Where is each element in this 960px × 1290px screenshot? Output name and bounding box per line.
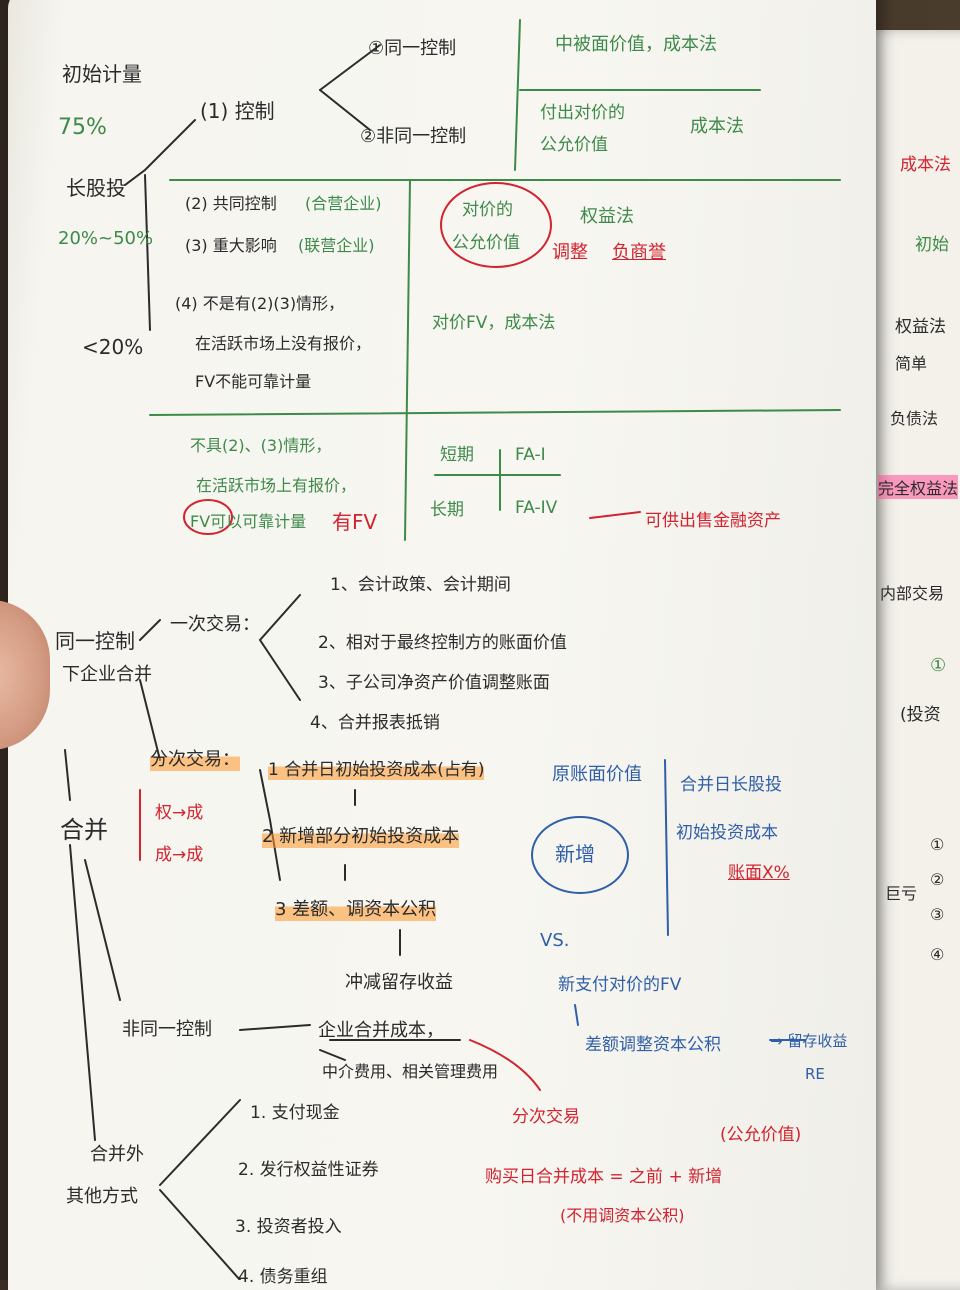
step-1: 1、会计政策、会计期间 <box>330 575 511 595</box>
side-note-10: ① <box>930 835 945 854</box>
merge-label: 合并 <box>60 816 108 844</box>
other-way-line-1: 合并外 <box>90 1144 144 1165</box>
side-note-7: 内部交易 <box>880 584 945 603</box>
diff-adjust-text: 差额调整资本公积 <box>585 1035 721 1055</box>
fair-value-paid-line-2: 公允价值 <box>540 135 608 155</box>
right-notebook-page <box>868 30 960 1290</box>
adjust-text: 调整 <box>552 242 588 263</box>
side-note-11: ② <box>930 870 945 889</box>
side-note-3: 权益法 <box>895 317 946 337</box>
agent-fee-text: 中介费用、相关管理费用 <box>322 1062 499 1081</box>
significant-label: (3) 重大影响 <box>185 236 277 255</box>
equity-method-text: 权益法 <box>580 206 634 227</box>
merge-step-1: 1 合并日初始投资成本(占有) <box>268 755 485 780</box>
no-adjust-note: (不用调资本公积) <box>560 1206 685 1225</box>
none-line-3: FV不能可靠计量 <box>195 372 312 391</box>
negative-goodwill-text: 负商誉 <box>612 242 666 263</box>
cost-method-text: 成本法 <box>690 116 744 137</box>
equity-to-cost: 权→成 <box>155 803 204 823</box>
side-note-2: 初始 <box>915 235 949 255</box>
same-control-merge-line-1: 同一控制 <box>55 629 135 653</box>
side-note-4: 简单 <box>895 354 928 373</box>
step-3: 3、子公司净资产价值调整账面 <box>318 673 550 693</box>
step-2: 2、相对于最终控制方的账面价值 <box>318 633 567 653</box>
step-4: 4、合并报表抵销 <box>310 713 440 733</box>
original-book-value: 原账面价值 <box>552 764 642 785</box>
new-fv-text: 新支付对价的FV <box>558 975 682 995</box>
other-4: 4. 债务重组 <box>238 1267 328 1287</box>
paid-fv-circle-line-1: 对价的 <box>462 200 513 220</box>
merge-step-3: 3 差额、调资本公积 <box>275 895 437 921</box>
multi-trade-label: 分次交易： <box>150 745 240 771</box>
right-note-1: 合并日长股投 <box>680 775 782 795</box>
side-note-12: ③ <box>930 905 945 924</box>
reduce-re-text: 冲减留存收益 <box>345 972 453 993</box>
none-line-1: (4) 不是有(2)(3)情形， <box>175 294 345 313</box>
same-control-merge-line-2: 下企业合并 <box>62 664 152 685</box>
fair-value-tag: (公允价值) <box>720 1125 802 1145</box>
side-note-13: ④ <box>930 945 945 964</box>
re-label: RE <box>805 1065 825 1083</box>
control-label: (1) 控制 <box>200 99 275 123</box>
long-equity-label: 长股投 <box>66 176 126 200</box>
right-note-2: 初始投资成本 <box>676 823 778 843</box>
afs-text: 可供出售金融资产 <box>645 511 781 531</box>
pct-75-label: 75% <box>58 115 107 140</box>
long-term-label: 长期 <box>430 500 464 520</box>
other-way-line-2: 其他方式 <box>66 1186 138 1207</box>
not-line-2: 在活跃市场上有报价， <box>196 476 357 495</box>
joint-control-tag: (合营企业) <box>305 194 382 213</box>
fa-iv-label: FA-IV <box>515 498 558 518</box>
side-note-6: 完全权益法 <box>878 475 959 499</box>
other-1: 1. 支付现金 <box>250 1103 340 1123</box>
paid-fv-circle-line-2: 公允价值 <box>452 233 520 253</box>
new-add-circle-text: 新增 <box>555 842 595 866</box>
fair-value-paid-line-1: 付出对价的 <box>540 103 625 123</box>
other-3: 3. 投资者投入 <box>235 1217 342 1237</box>
cost-to-equity: 成→成 <box>155 845 204 865</box>
pct-lt20-label: <20% <box>82 335 144 359</box>
joint-control-label: (2) 共同控制 <box>185 194 277 213</box>
fa-i-label: FA-I <box>515 445 546 465</box>
side-note-8: ① <box>930 655 947 676</box>
book-value-cost-text: 中被面价值，成本法 <box>555 34 717 55</box>
side-note-14: 巨亏 <box>885 884 918 903</box>
side-note-1: 成本法 <box>900 155 951 175</box>
cost-equation: 购买日合并成本 = 之前 + 新增 <box>485 1167 723 1187</box>
not-line-1: 不具(2)、(3)情形， <box>190 436 332 455</box>
merger-cost-text: 企业合并成本， <box>318 1020 444 1041</box>
vs-text: VS. <box>540 930 570 951</box>
side-note-5: 负债法 <box>890 409 939 428</box>
initial-measure-label: 初始计量 <box>62 62 142 86</box>
short-term-label: 短期 <box>440 445 474 465</box>
to-retained-earnings: → 留存收益 <box>770 1032 848 1050</box>
non-same-control-label: 非同一控制 <box>122 1019 212 1040</box>
none-line-2: 在活跃市场上没有报价， <box>195 334 372 353</box>
has-fv-text: 有FV <box>332 510 378 534</box>
other-2: 2. 发行权益性证券 <box>238 1160 379 1180</box>
paid-fv-cost-text: 对价FV，成本法 <box>432 313 556 333</box>
significant-tag: (联营企业) <box>298 236 375 255</box>
multi-trade-note: 分次交易 <box>512 1107 580 1127</box>
right-note-3: 账面X% <box>728 863 790 883</box>
merge-step-2: 2 新增部分初始投资成本 <box>262 822 460 848</box>
side-note-9: (投资 <box>900 705 941 725</box>
one-time-label: 一次交易： <box>170 614 260 635</box>
same-control-label: ①同一控制 <box>368 38 457 59</box>
diff-control-label: ②非同一控制 <box>360 126 467 147</box>
pct-2050-label: 20%~50% <box>58 228 154 249</box>
not-line-3: FV可以可靠计量 <box>190 512 307 531</box>
